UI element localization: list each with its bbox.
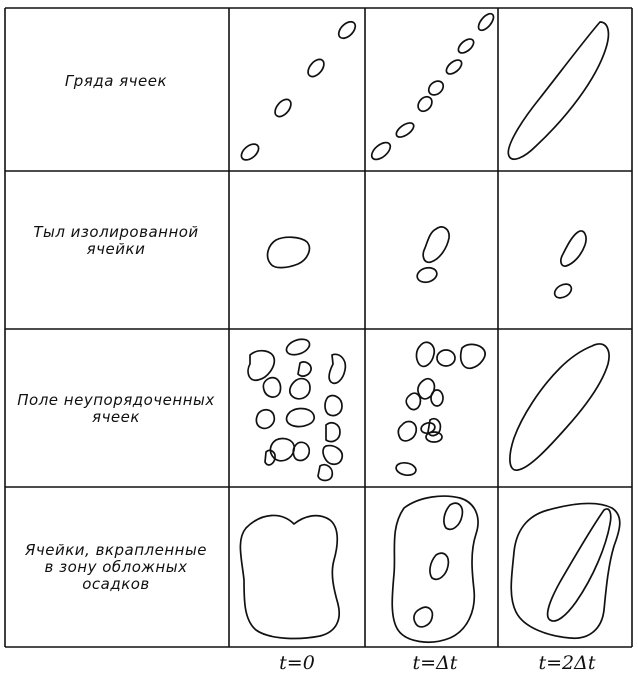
row4-t2-area xyxy=(511,504,620,639)
row-label-line: осадков xyxy=(8,576,224,593)
column-label-t0: t=0 xyxy=(232,652,362,674)
row-label-line: в зону обложных xyxy=(8,559,224,576)
row-label-line: Поле неупорядоченных xyxy=(8,392,224,409)
row3-t2-cell xyxy=(510,344,609,470)
row4-t1-area xyxy=(392,496,478,642)
row1-t2-cell xyxy=(508,22,608,159)
row3-t0-cells xyxy=(248,336,345,480)
row2-t2-cells xyxy=(552,231,586,301)
column-label-t-delta: t=Δt xyxy=(370,652,500,674)
row-label-line: Тыл изолированной xyxy=(8,224,224,241)
row2-t1-cells xyxy=(416,227,450,284)
row-label-line: ячеек xyxy=(8,409,224,426)
row-label-line: Ячейки, вкрапленные xyxy=(8,542,224,559)
row1-t0-cells xyxy=(238,19,358,163)
row-label-disordered-cells: Поле неупорядоченных ячеек xyxy=(8,392,224,426)
row-label-cell-line: Гряда ячеек xyxy=(8,73,224,90)
row1-t1-cells xyxy=(369,11,497,163)
row-label-line: ячейки xyxy=(8,241,224,258)
row4-t0-area xyxy=(240,515,339,638)
row3-t1-cells xyxy=(395,342,485,476)
row-label-isolated-cell-rear: Тыл изолированной ячейки xyxy=(8,224,224,258)
row-label-line: Гряда ячеек xyxy=(8,73,224,90)
column-label-t-2delta: t=2Δt xyxy=(502,652,632,674)
row2-t0-cell xyxy=(268,237,310,267)
row-label-embedded-cells: Ячейки, вкрапленные в зону обложных осад… xyxy=(8,542,224,593)
